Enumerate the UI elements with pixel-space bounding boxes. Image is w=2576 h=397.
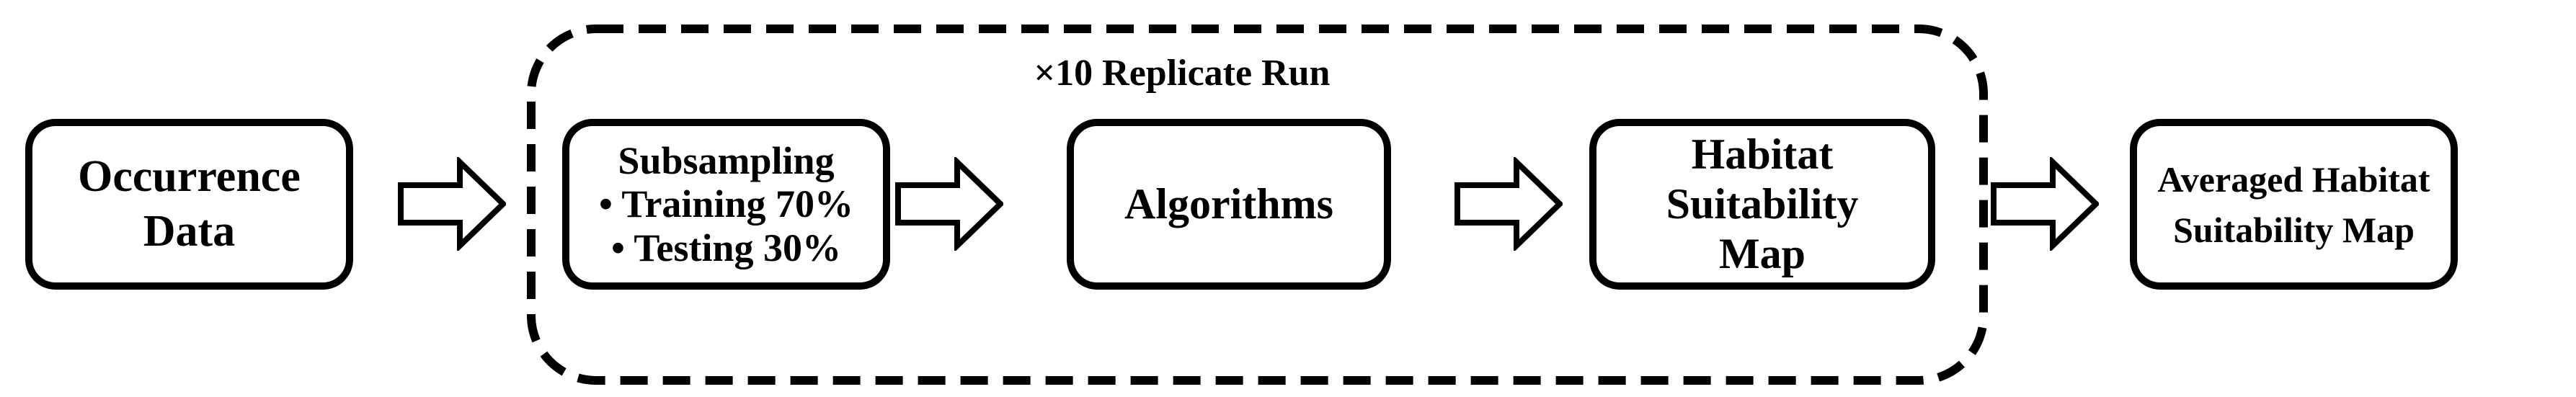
averaged-map-label-line2: Suitability Map — [2173, 209, 2415, 250]
habitat-map-label-line1: Habitat — [1691, 130, 1834, 178]
habitat-map-label-line3: Map — [1719, 230, 1806, 277]
habitat-map-label-line2: Suitability — [1666, 180, 1859, 228]
algorithms-box: Algorithms — [1067, 119, 1391, 290]
habitat-suitability-map-box: Habitat Suitability Map — [1589, 119, 1935, 290]
subsampling-box: Subsampling • Training 70% • Testing 30% — [562, 119, 890, 290]
subsampling-bullet-training: • Training 70% — [599, 182, 853, 226]
occurrence-data-label-line1: Occurrence — [78, 151, 301, 201]
flow-arrow-subsampling-to-algorithms-icon — [895, 157, 1003, 251]
replicate-run-title: ×10 Replicate Run — [1034, 53, 1331, 94]
subsampling-bullet-testing: • Testing 30% — [611, 226, 841, 269]
flow-arrow-occurrence-to-subsampling-icon — [398, 157, 506, 251]
occurrence-data-box: Occurrence Data — [25, 119, 353, 290]
flow-arrow-habitat-map-to-averaged-map-icon — [1991, 157, 2099, 251]
occurrence-data-label-line2: Data — [143, 206, 236, 256]
algorithms-label: Algorithms — [1124, 180, 1333, 228]
subsampling-title: Subsampling — [618, 138, 835, 182]
averaged-map-label-line1: Averaged Habitat — [2157, 159, 2430, 200]
averaged-habitat-suitability-map-box: Averaged Habitat Suitability Map — [2130, 119, 2458, 290]
flow-arrow-algorithms-to-habitat-map-icon — [1454, 157, 1563, 251]
